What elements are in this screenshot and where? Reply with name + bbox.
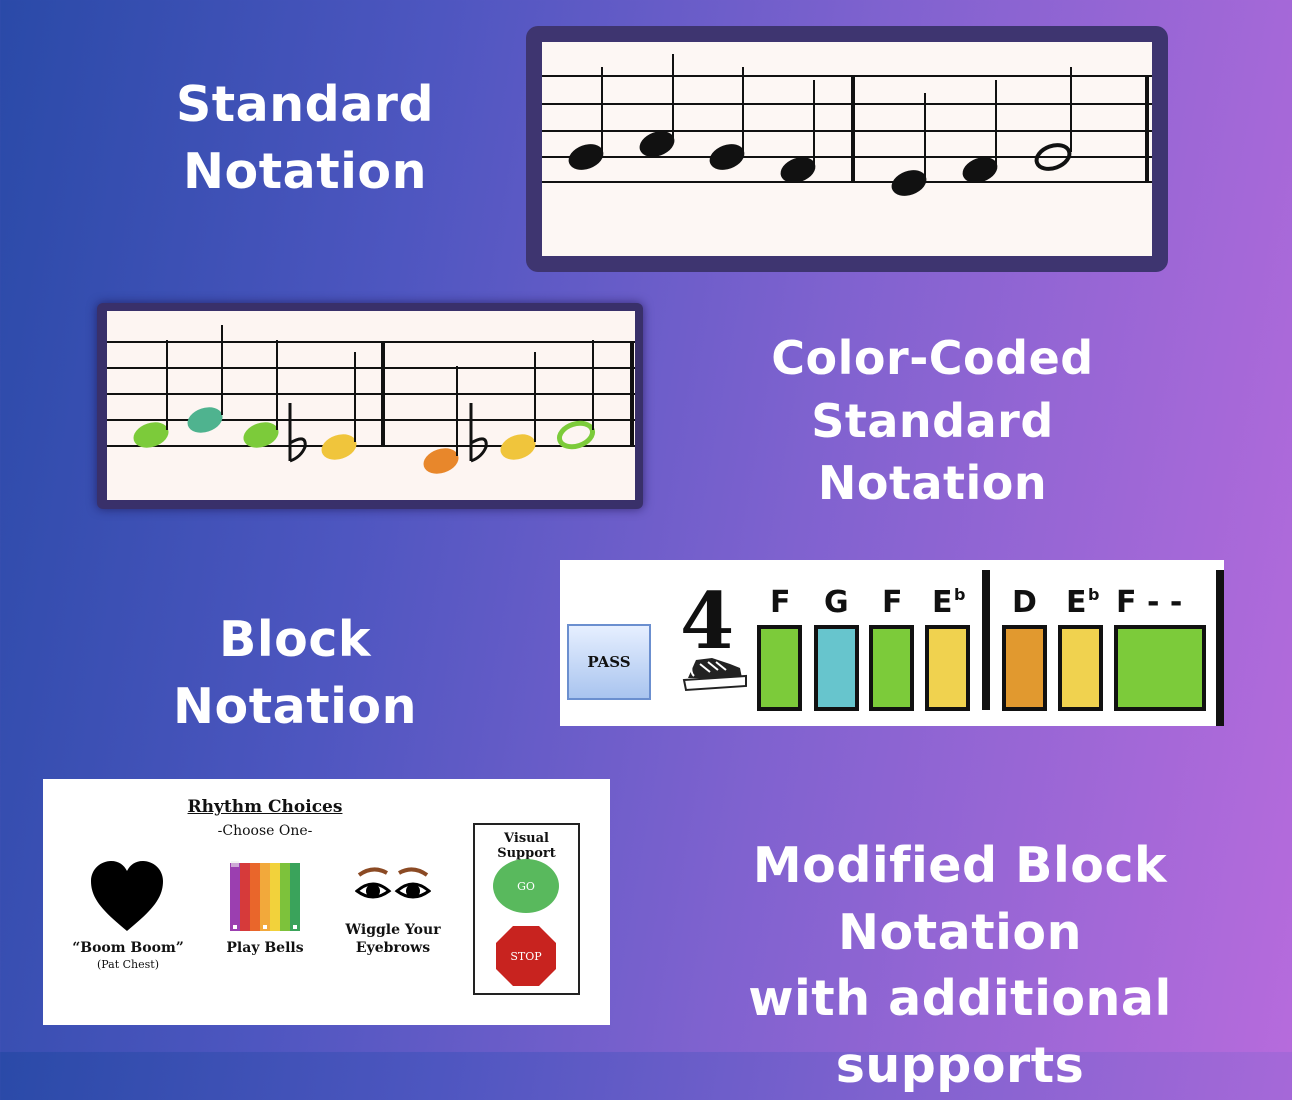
note-letter: E xyxy=(932,585,953,620)
block-notation-heading: Block Notation xyxy=(95,607,495,740)
flat-sign xyxy=(469,403,488,463)
note-letter: G xyxy=(824,585,849,620)
color-coded-notation-heading: Color-Coded Standard Notation xyxy=(690,327,1175,515)
visual-support-box: Visual Support GO STOP xyxy=(473,823,580,995)
half-note xyxy=(1034,67,1072,171)
standard-notation-panel xyxy=(526,26,1168,272)
sneaker-icon xyxy=(682,658,747,692)
visual-support-title: Visual Support xyxy=(497,831,556,861)
g-note xyxy=(187,325,223,433)
stop-button[interactable]: STOP xyxy=(495,925,557,987)
note-block-f xyxy=(869,625,914,711)
note-letter: D xyxy=(1012,585,1037,620)
standard-notation-heading: Standard Notation xyxy=(150,72,460,205)
rhythm-choices-panel: Rhythm Choices -Choose One- “Boom Boom” … xyxy=(43,779,610,1025)
choice-label: “Boom Boom” xyxy=(72,940,184,956)
eyebrows-icon[interactable] xyxy=(355,863,431,909)
d-note xyxy=(423,366,459,474)
standard-staff xyxy=(542,42,1152,256)
stop-sign-icon xyxy=(496,926,556,986)
quarter-note xyxy=(891,93,927,196)
heart-icon[interactable] xyxy=(89,861,165,933)
quarter-note xyxy=(962,80,998,183)
time-signature: 4 xyxy=(680,576,734,667)
block-notation-graphic: 4 F G F E b D E b F - - xyxy=(680,570,1224,726)
quarter-note xyxy=(780,80,816,183)
heading-line: Block Notation xyxy=(173,611,417,735)
note-block-g xyxy=(814,625,859,711)
color-coded-staff xyxy=(107,311,635,500)
choice-label: Play Bells xyxy=(226,940,304,956)
e-flat-note xyxy=(500,352,536,460)
barline xyxy=(1216,570,1224,726)
modified-block-notation-heading: Modified Block Notation with additional … xyxy=(640,833,1280,1100)
flat-accidental: b xyxy=(1088,585,1099,604)
choice-label: Wiggle Your Eyebrows xyxy=(345,922,441,957)
barline xyxy=(982,570,990,710)
quarter-note xyxy=(568,67,604,170)
stop-label: STOP xyxy=(510,949,542,963)
quarter-note xyxy=(709,67,745,170)
heading-line: Standard Notation xyxy=(811,393,1054,511)
bells-icon[interactable] xyxy=(230,861,302,937)
note-block-f xyxy=(757,625,802,711)
rhythm-choices-subtitle: -Choose One- xyxy=(217,823,313,839)
quarter-note xyxy=(639,54,675,157)
heading-line: Modified Block Notation xyxy=(752,837,1168,961)
f-half-note xyxy=(556,340,596,450)
f-note xyxy=(133,340,169,448)
note-block-e-flat xyxy=(925,625,970,711)
heading-line: Notation xyxy=(183,142,427,200)
note-block-d xyxy=(1002,625,1047,711)
note-letter: F - - xyxy=(1116,585,1182,620)
note-block-f-long xyxy=(1114,625,1206,711)
flat-accidental: b xyxy=(954,585,965,604)
go-button[interactable]: GO xyxy=(493,859,559,913)
note-letter: F xyxy=(770,585,791,620)
choice-sublabel: (Pat Chest) xyxy=(96,958,160,971)
note-letter: F xyxy=(882,585,903,620)
heading-line: with additional supports xyxy=(748,970,1172,1094)
heading-line: Color-Coded xyxy=(771,331,1094,385)
block-notation-panel: 4 F G F E b D E b F - - PASS xyxy=(560,560,1224,726)
e-flat-note xyxy=(321,352,357,460)
f-note xyxy=(243,340,279,448)
rhythm-choices-title: Rhythm Choices xyxy=(187,797,343,817)
note-letter: E xyxy=(1066,585,1087,620)
color-coded-notation-panel xyxy=(97,303,643,509)
flat-sign xyxy=(288,403,307,463)
heading-line: Standard xyxy=(175,76,435,133)
pass-button[interactable]: PASS xyxy=(567,624,651,700)
note-block-e-flat xyxy=(1058,625,1103,711)
